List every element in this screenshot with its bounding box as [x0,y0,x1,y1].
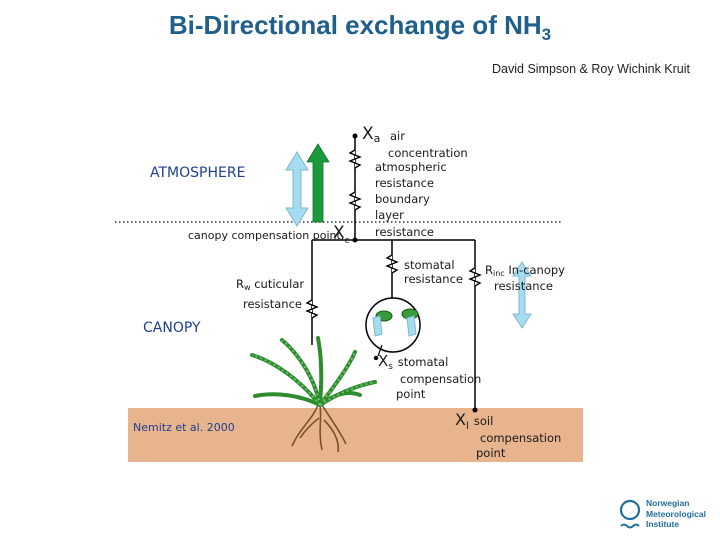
air-label: air [390,129,405,143]
chi-l-symbol: Xl soil [455,410,493,432]
xs-stomatal-text: stomatal [397,355,449,369]
rinc-label: Rinc In-canopy [485,263,565,278]
boundary-label: boundary [375,192,430,206]
xs-point-label: point [396,387,426,401]
cuticular-resistor [305,299,319,319]
atmosphere-label: ATMOSPHERE [150,165,246,181]
soil-node [472,407,478,413]
layer-label: layer [375,208,404,222]
title-text: Bi-Directional exchange of NH [168,10,542,40]
in-canopy-resistor [468,267,482,287]
bidirectional-flux-arrow [285,151,309,227]
chi-s-subscript: s [388,362,393,372]
chi-c-symbol: Xc [333,223,350,246]
xl-soil-text: soil [473,414,494,428]
rinc-subscript: inc [493,269,505,278]
chi-l-subscript: l [465,421,469,432]
stomatal-flux-arrow-right [406,315,417,337]
xs-compensation-label: compensation [400,372,482,386]
met-logo-icon [619,499,641,529]
logo-line-2: Meteorological [646,508,706,519]
authors: David Simpson & Roy Wichink Kruit [492,62,690,76]
title-subscript: 3 [541,25,552,45]
chi-a-letter: X [362,124,374,144]
rinc-resistance-label: resistance [494,279,553,293]
logo-line-1: Norwegian [646,498,690,508]
plant-leaflets [251,339,376,406]
diagram-title: Bi-Directional exchange of NH3 [0,10,720,45]
emission-arrow [306,143,330,223]
air-concentration-label: concentration [388,146,468,160]
rw-text: cuticular [254,277,305,291]
logo-line-3: Institute [646,519,680,529]
atmospheric-resistor [348,149,362,169]
rinc-text: In-canopy [508,263,565,277]
plant-fronds [250,336,377,407]
rw-symbol: R [236,277,244,291]
rw-resistance-label: resistance [243,297,302,311]
rinc-symbol: R [485,263,493,277]
plant-illustration [250,336,377,453]
canopy-label: CANOPY [143,320,201,336]
chi-c-subscript: c [344,236,350,246]
reference-citation: Nemitz et al. 2000 [133,421,235,434]
boundary-resistance-label: resistance [375,225,434,239]
chi-a-subscript: a [373,132,381,145]
chi-l-letter: X [455,410,466,429]
atmospheric-resistance-label-2: resistance [375,176,434,190]
plant-roots [291,404,347,453]
chi-s-symbol: Xs stomatal [378,352,448,372]
boundary-resistor [348,191,362,211]
air-node [352,133,358,139]
chi-a-symbol: Xa [362,124,380,145]
stomatal-pointer [377,344,383,357]
canopy-compensation-label: canopy compensation point, [188,229,345,242]
canopy-node [352,237,358,243]
chi-c-letter: X [333,223,345,243]
chi-s-letter: X [378,352,389,370]
stomatal-node [373,355,379,361]
soil-layer [128,408,583,462]
met-logo-text: Norwegian Meteorological Institute [646,498,706,530]
stomatal-cavity [365,297,421,353]
stomatal-resistance-label-2: resistance [404,272,463,286]
atmospheric-resistance-label: atmospheric [375,160,447,174]
xl-point-label: point [476,446,506,460]
rw-subscript: w [244,283,251,292]
xl-compensation-label: compensation [480,431,562,445]
stomatal-resistor [385,254,399,274]
stomatal-resistance-label: stomatal [404,258,455,272]
stomatal-flux-arrow-left [372,315,383,337]
in-canopy-flux-arrow [512,261,532,329]
rw-label: Rw cuticular [236,277,304,292]
